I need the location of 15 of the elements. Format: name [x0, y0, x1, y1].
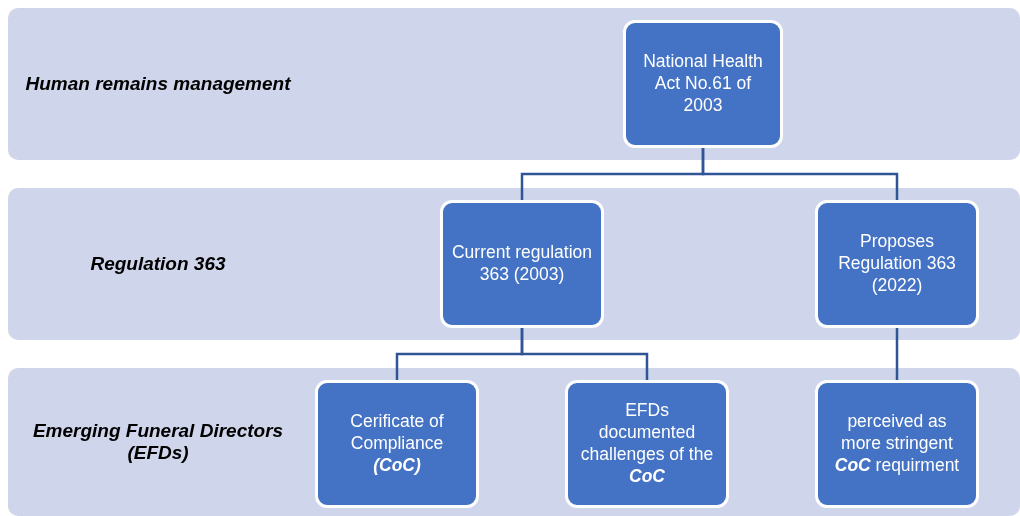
band-label: Regulation 363	[89, 253, 227, 275]
band-label: Human remains management	[24, 73, 292, 95]
process-box: Proposes Regulation 363 (2022)	[815, 200, 979, 328]
band-background	[8, 8, 1020, 160]
process-box: EFDs documented challenges of the CoC	[565, 380, 729, 508]
band-background	[8, 188, 1020, 340]
process-box: National Health Act No.61 of 2003	[623, 20, 783, 148]
process-box: perceived as more stringent CoC requirment	[815, 380, 979, 508]
process-box: Cerificate of Compliance (CoC)	[315, 380, 479, 508]
band-label: Emerging Funeral Directors (EFDs)	[31, 420, 285, 464]
connector-line	[520, 328, 649, 380]
connector-line	[701, 148, 899, 200]
band-background	[8, 368, 1020, 516]
process-box: Current regulation 363 (2003)	[440, 200, 604, 328]
connector-line	[895, 328, 899, 380]
